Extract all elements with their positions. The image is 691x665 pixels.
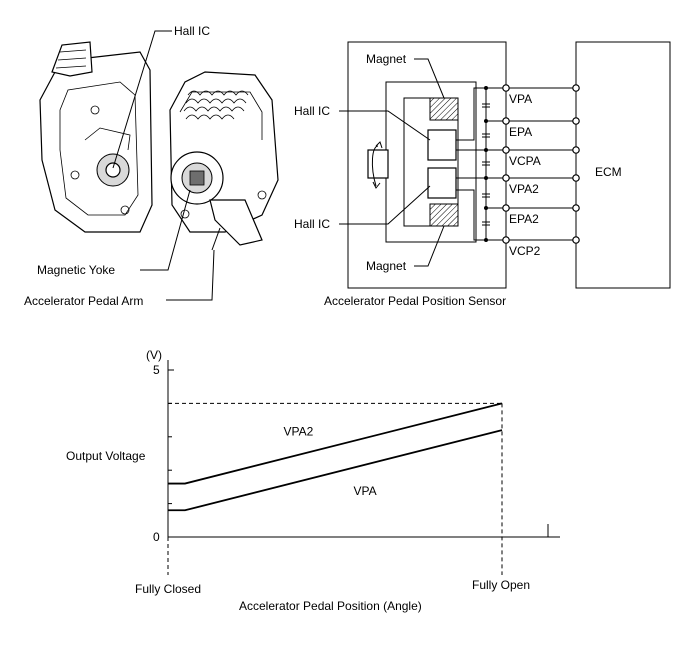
series-label-vpa: VPA bbox=[354, 484, 377, 498]
y-tick-label: 0 bbox=[153, 530, 160, 544]
x-tick-label-open: Fully Open bbox=[472, 578, 530, 592]
magnet-top-label: Magnet bbox=[366, 52, 407, 66]
ecm-label: ECM bbox=[595, 165, 622, 179]
hall-ic-chip-top bbox=[427, 129, 457, 161]
hall-ic-top-label: Hall IC bbox=[294, 104, 330, 118]
y-axis-title: Output Voltage bbox=[66, 449, 146, 463]
sensor-housing-left bbox=[39, 41, 153, 233]
terminal-vcpa: VCPA bbox=[509, 154, 541, 168]
hall-ic-chip-bottom bbox=[427, 167, 457, 199]
y-unit-label: (V) bbox=[146, 348, 162, 362]
terminal-epa: EPA bbox=[509, 125, 532, 139]
y-tick-label: 5 bbox=[153, 363, 160, 377]
x-tick-label-closed: Fully Closed bbox=[135, 582, 201, 596]
magnet-bottom-leader bbox=[414, 225, 445, 267]
sensor-circuit: ECM bbox=[294, 41, 671, 308]
chip-wiring bbox=[456, 87, 486, 241]
pedal-arm-label: Accelerator Pedal Arm bbox=[24, 294, 143, 308]
terminal-lines bbox=[486, 87, 576, 241]
hall-ic-bottom-leader bbox=[339, 185, 431, 225]
series-line-vpa bbox=[168, 429, 503, 512]
magnet-top-leader bbox=[414, 58, 445, 99]
terminal-vpa2: VPA2 bbox=[509, 182, 539, 196]
sensor-illustration: Hall IC Magnetic Yoke Accelerator Pedal … bbox=[24, 24, 279, 308]
magnet-bottom-label: Magnet bbox=[366, 259, 407, 273]
sensor-housing-right bbox=[169, 71, 279, 251]
sensor-caption: Accelerator Pedal Position Sensor bbox=[324, 294, 506, 308]
y-minor-ticks bbox=[168, 369, 174, 538]
rotation-shaft bbox=[367, 141, 389, 189]
hall-ic-top-leader bbox=[339, 110, 431, 141]
output-voltage-chart: (V) Output Voltage Accelerator Pedal Pos… bbox=[66, 348, 560, 613]
x-axis-title: Accelerator Pedal Position (Angle) bbox=[239, 599, 422, 613]
return-spring bbox=[183, 90, 249, 120]
magnet-top bbox=[429, 97, 459, 121]
capacitors bbox=[482, 103, 490, 226]
series-line-vpa2 bbox=[168, 402, 503, 485]
magnetic-yoke-label: Magnetic Yoke bbox=[37, 263, 115, 277]
terminal-vcp2: VCP2 bbox=[509, 244, 541, 258]
hall-ic-label: Hall IC bbox=[174, 24, 210, 38]
series-label-vpa2: VPA2 bbox=[284, 424, 314, 438]
sensor-outline bbox=[347, 41, 507, 289]
terminal-pins bbox=[502, 84, 580, 244]
terminal-epa2: EPA2 bbox=[509, 212, 539, 226]
magnet-bottom bbox=[429, 203, 459, 227]
illustration-leaders bbox=[112, 30, 215, 301]
terminal-vpa: VPA bbox=[509, 92, 532, 106]
ecm-box bbox=[575, 41, 671, 289]
hall-ic-bottom-label: Hall IC bbox=[294, 217, 330, 231]
